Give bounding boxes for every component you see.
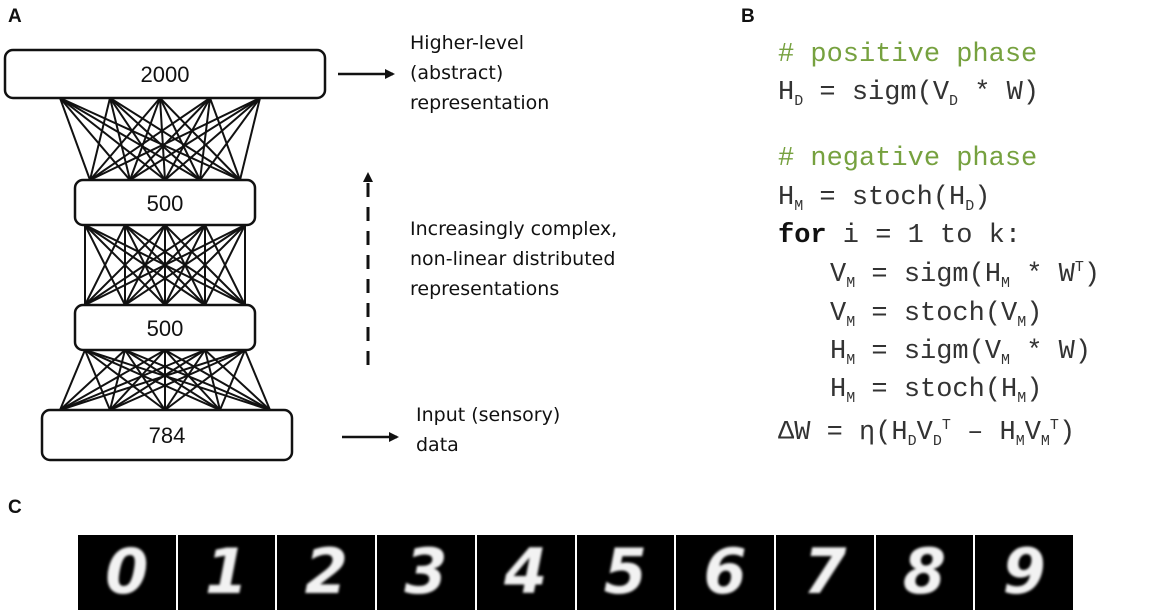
connection-line [109,97,166,181]
connection-line [59,349,126,411]
connection-line [59,97,91,181]
digit-image-1: 1 [177,535,276,610]
code-comment-positive-phase: # positive phase [778,40,1038,70]
digit-image-8: 8 [875,535,974,610]
digit-glyph: 7 [803,535,847,608]
connection-line [129,97,261,181]
connection-line [109,349,246,411]
code-line-vm-sigm: VM = sigm(HM * WT) [830,259,1101,292]
connection-line [109,97,201,181]
digit-image-2: 2 [277,535,376,610]
connection-line [84,224,246,306]
digit-glyph: 2 [304,535,348,608]
code-line-hm-sigm: HM = sigm(VM * W) [830,337,1092,369]
digit-glyph: 4 [504,535,548,608]
panel-label-a: A [8,6,22,27]
layer-label-784: 784 [149,423,186,448]
layer-box-500-upper [73,178,257,227]
annotation-abstract-representation: Higher-level (abstract) representation [410,32,550,114]
connection-line [124,224,246,306]
connection-line [109,349,206,411]
connection-line [89,97,211,181]
connection-line [89,97,111,181]
connection-line [204,224,246,306]
connection-line [209,97,241,181]
layer-box-784 [40,408,294,462]
layer-label-2000: 2000 [141,62,190,87]
connection-line [59,349,206,411]
connection-line [164,349,206,411]
digit-glyph: 5 [603,535,647,608]
code-line-hm-stoch: HM = stoch(HM) [830,375,1043,407]
connection-line [109,97,131,181]
digit-image-4: 4 [476,535,575,610]
connection-line [84,224,206,306]
digit-image-3: 3 [377,535,475,610]
connection-line [219,349,246,411]
panel-label-b: B [741,6,755,27]
connection-line [89,97,161,181]
connection-line [204,349,221,411]
connection-line [129,97,211,181]
connection-line [164,349,221,411]
connection-line [164,349,246,411]
digit-image-7: 7 [775,535,874,610]
annotation-distributed-representations: Increasingly complex, non-linear distrib… [410,218,618,300]
layer-label-500-upper: 500 [147,191,184,216]
layer-label-500-lower: 500 [147,316,184,341]
connection-line [199,97,261,181]
connection-line [59,349,246,411]
digit-image-0: 0 [78,535,176,610]
connection-line [159,97,166,181]
connection-line [244,349,271,411]
digit-image-5: 5 [576,535,675,610]
connection-line [199,97,211,181]
connection-line [164,97,211,181]
digit-image-6: 6 [676,535,774,610]
layer-connections [59,97,271,411]
layer-box-500-lower [73,303,257,352]
code-comment-negative-phase: # negative phase [778,144,1038,174]
annotation-sensory-input: Input (sensory) data [416,404,561,456]
connection-line [84,224,166,306]
connection-line [239,97,261,181]
connection-line [164,224,246,306]
code-line-hd: HD = sigm(VD * W) [778,78,1040,110]
connection-line [59,349,166,411]
layer-box-2000 [3,48,327,100]
connection-line [59,349,86,411]
network-diagram: 2000 500 500 784 [3,48,399,462]
connection-line [129,97,161,181]
connection-line [59,97,201,181]
connection-line [159,97,241,181]
digit-glyph: 1 [204,535,249,608]
code-line-for-loop: for i = 1 to k: [778,221,1022,251]
digit-glyph: 3 [404,535,448,608]
code-line-vm-stoch: VM = stoch(VM) [830,299,1043,331]
digit-glyph: 9 [1002,535,1046,608]
connection-line [89,97,261,181]
connection-line [84,349,111,411]
connection-line [124,349,166,411]
connection-line [164,97,261,181]
code-line-weight-update: ΔW = η(HDVDT – HMVMT) [778,417,1076,450]
digit-glyph: 6 [703,535,747,608]
panel-label-c: C [8,497,22,518]
connection-line [84,224,126,306]
connection-line [124,349,221,411]
connection-line [159,97,201,181]
digit-glyph: 8 [902,535,947,608]
connection-line [84,349,166,411]
digit-image-9: 9 [975,535,1074,610]
connection-line [109,349,166,411]
connection-line [109,349,126,411]
digit-glyph: 0 [105,535,149,608]
connection-line [59,97,166,181]
code-line-hm-init: HM = stoch(HD) [778,183,991,215]
